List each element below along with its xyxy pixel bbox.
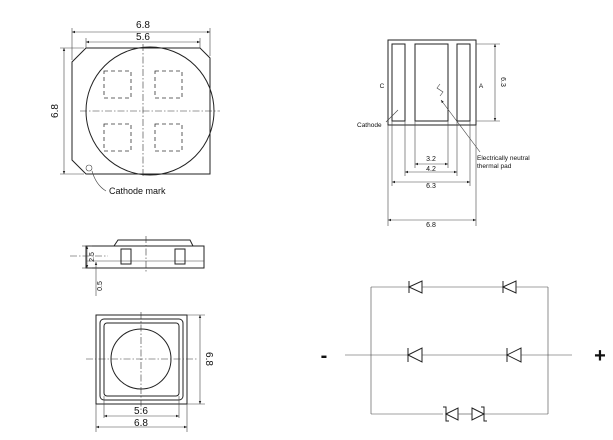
diode [505, 347, 522, 363]
side-lead [174, 248, 186, 265]
outer-span-label: 6.3 [426, 183, 436, 190]
thermal-pad-label-2: thermal pad [477, 163, 512, 170]
front-view-outline [95, 314, 188, 405]
diode [501, 280, 517, 294]
diode [407, 280, 423, 294]
side-view: 2.5 0.5 [70, 236, 205, 296]
anode-pad [456, 43, 471, 122]
top-width-label: 6.8 [136, 20, 150, 31]
bottom-view: C A Cathode 6.3 Electrically neutral the… [357, 39, 530, 229]
chip-outline [103, 70, 132, 99]
bottom-view-outline [387, 39, 477, 126]
side-height-label: 2.5 [89, 252, 96, 262]
diode [406, 347, 423, 363]
minus-terminal-label: - [321, 345, 328, 367]
plus-terminal-label: + [594, 345, 606, 367]
top-view-outline [71, 47, 211, 175]
chip-outline [154, 70, 183, 99]
circuit-diagram: - + [321, 280, 606, 422]
inner-span-label: 4.2 [426, 166, 436, 173]
side-lead [120, 248, 132, 265]
pad-c-label: C [380, 83, 385, 90]
front-view-frame [99, 318, 184, 401]
cathode-mark [85, 164, 93, 172]
side-view-lens [113, 239, 194, 247]
top-view: 6.8 5.6 6.8 Cathode mark [50, 20, 220, 196]
total-width-label: 6.8 [426, 222, 436, 229]
cathode-label: Cathode [357, 122, 382, 129]
cathode-pad [391, 43, 406, 122]
pad-a-label: A [479, 83, 484, 90]
top-inner-width-label: 5.6 [136, 32, 150, 43]
chip-outline [103, 123, 132, 152]
side-view-body [85, 245, 205, 269]
thermal-pad [414, 43, 449, 122]
front-width-label: 6.8 [134, 418, 148, 429]
pad-width-label: 3.2 [426, 156, 436, 163]
zener-diode [443, 406, 459, 422]
bottom-height-label: 6.3 [499, 77, 506, 87]
front-view: 5.6 6.8 6.8 [86, 312, 214, 432]
front-inner-width-label: 5.6 [134, 406, 148, 417]
side-base-label: 0.5 [97, 281, 104, 291]
break-mark [436, 83, 444, 97]
cathode-mark-label: Cathode mark [109, 186, 166, 196]
front-view-inner-frame [103, 322, 180, 397]
chip-outline [154, 123, 183, 152]
top-height-label: 6.8 [50, 104, 61, 118]
thermal-pad-label-1: Electrically neutral [477, 155, 530, 162]
front-height-label: 6.8 [203, 352, 214, 366]
